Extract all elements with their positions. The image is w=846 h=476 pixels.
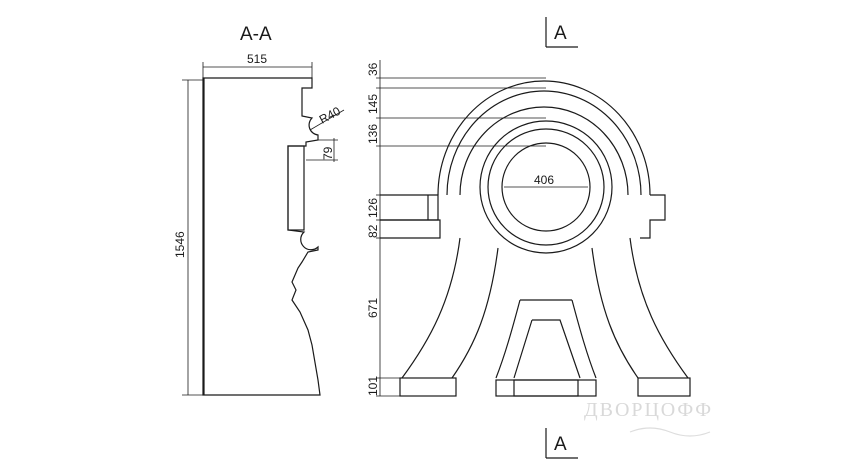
dim-36: 36 xyxy=(366,62,380,76)
panel-recess xyxy=(287,145,305,231)
leg-right-outer xyxy=(629,237,689,379)
section-title: A-A xyxy=(240,24,272,45)
dim-136: 136 xyxy=(366,124,380,144)
base-block-right xyxy=(637,377,691,397)
circle-inner xyxy=(501,142,591,232)
leg-right-inner xyxy=(591,247,639,379)
watermark-text: ДВОРЦОФФ xyxy=(584,399,713,421)
profile-outline xyxy=(202,77,321,396)
base-block-center xyxy=(495,379,597,397)
arch-outer xyxy=(495,299,597,379)
dim-82: 82 xyxy=(366,224,380,238)
dim-126: 126 xyxy=(366,198,380,218)
step-left-upper xyxy=(380,194,439,221)
dim-101: 101 xyxy=(366,376,380,396)
section-marker-bottom: A xyxy=(554,434,567,455)
crown-arc-mid xyxy=(446,90,642,196)
watermark-ornament-icon xyxy=(629,427,711,437)
step-right xyxy=(640,194,666,239)
dim-145: 145 xyxy=(366,94,380,114)
section-profile: A-A 515 1546 R40 79 xyxy=(173,24,345,396)
circle-outer xyxy=(479,120,613,254)
dim-671: 671 xyxy=(366,298,380,318)
watermark: ДВОРЦОФФ xyxy=(584,399,713,437)
section-marker-top: A xyxy=(554,23,567,44)
dim-406: 406 xyxy=(534,173,554,187)
dim-1546: 1546 xyxy=(173,231,187,258)
arch-inner xyxy=(513,319,581,379)
base-block-left xyxy=(399,377,457,397)
circle-mid xyxy=(487,128,605,246)
leg-left-inner xyxy=(451,247,499,379)
dim-515: 515 xyxy=(247,52,267,66)
step-left-lower xyxy=(380,219,441,239)
front-view: A A 406 xyxy=(366,17,691,459)
leader-r40 xyxy=(309,109,345,131)
dim-r40: R40 xyxy=(317,104,343,127)
crown-arc-inner xyxy=(459,106,629,196)
crown-arc-outer xyxy=(437,80,651,196)
leg-left-outer xyxy=(401,237,461,379)
dim-79: 79 xyxy=(321,146,335,160)
